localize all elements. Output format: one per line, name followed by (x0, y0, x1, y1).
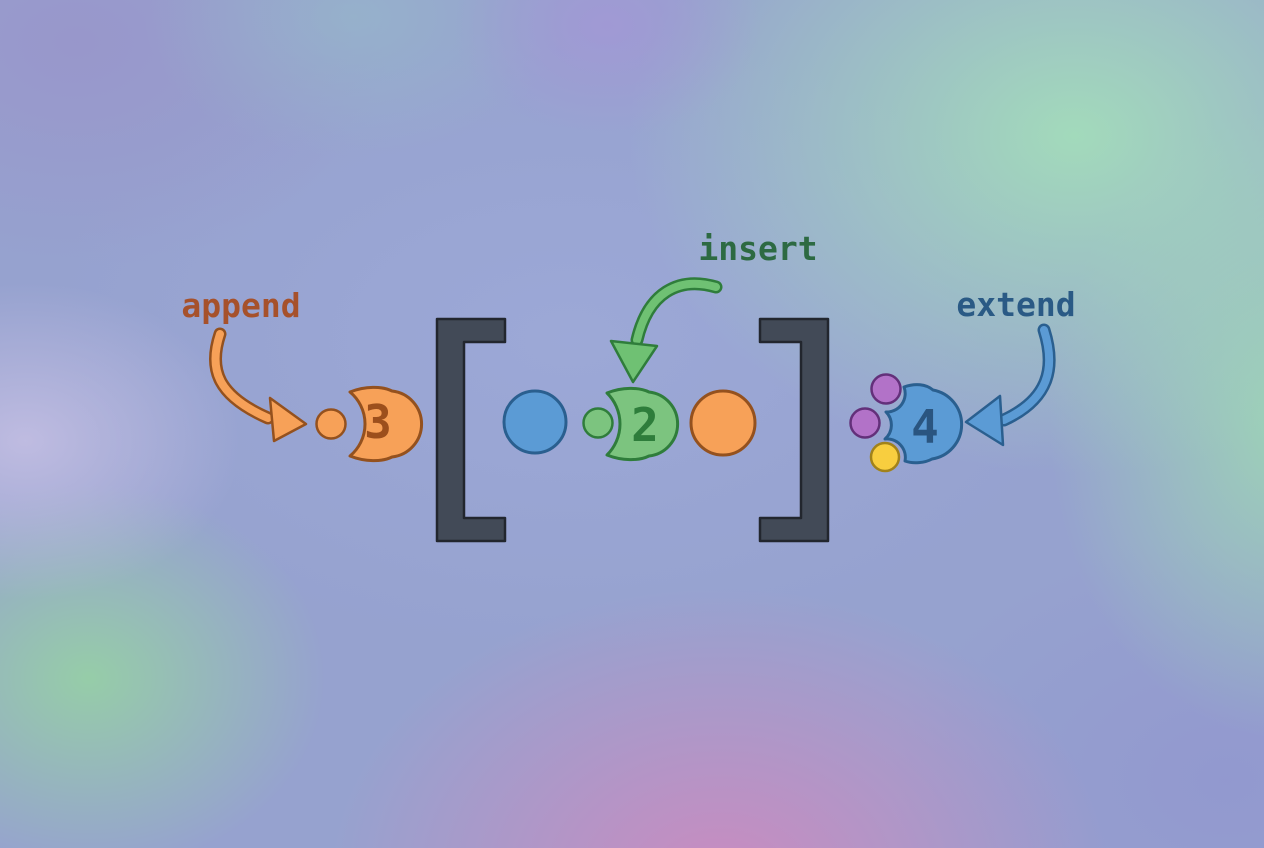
append-label: append (181, 286, 300, 325)
insert-item-shape (605, 386, 680, 462)
open-bracket-icon (435, 317, 507, 543)
append-item-dot (315, 408, 347, 440)
insert-label: insert (698, 229, 817, 268)
insert-group: insert 2 (582, 229, 818, 462)
append-item-shape (348, 385, 423, 463)
extend-dot-yellow-bottom (869, 441, 901, 473)
insert-arrow-tail (633, 279, 720, 344)
extend-arrowhead-icon (964, 394, 1005, 447)
list-item-orange-circle (689, 389, 757, 457)
extend-label: extend (956, 285, 1075, 324)
append-arrow-tail (211, 330, 272, 422)
close-bracket-icon (758, 317, 830, 543)
extend-item-value: 4 (911, 400, 939, 454)
extend-group: extend 4 (849, 285, 1076, 473)
append-arrowhead-icon (268, 396, 308, 443)
extend-dot-purple-left (849, 407, 881, 439)
list-item-blue-circle (502, 389, 568, 455)
list-items-group (502, 389, 757, 457)
insert-arrowhead-icon (609, 339, 659, 384)
append-item-value: 3 (364, 395, 392, 449)
extend-item-shape (883, 383, 964, 465)
append-group: append 3 (181, 286, 423, 463)
insert-item-value: 2 (631, 398, 659, 452)
extend-dot-purple-top (870, 373, 902, 405)
extend-arrow-tail (1000, 326, 1054, 424)
insert-item-dot (582, 407, 614, 439)
